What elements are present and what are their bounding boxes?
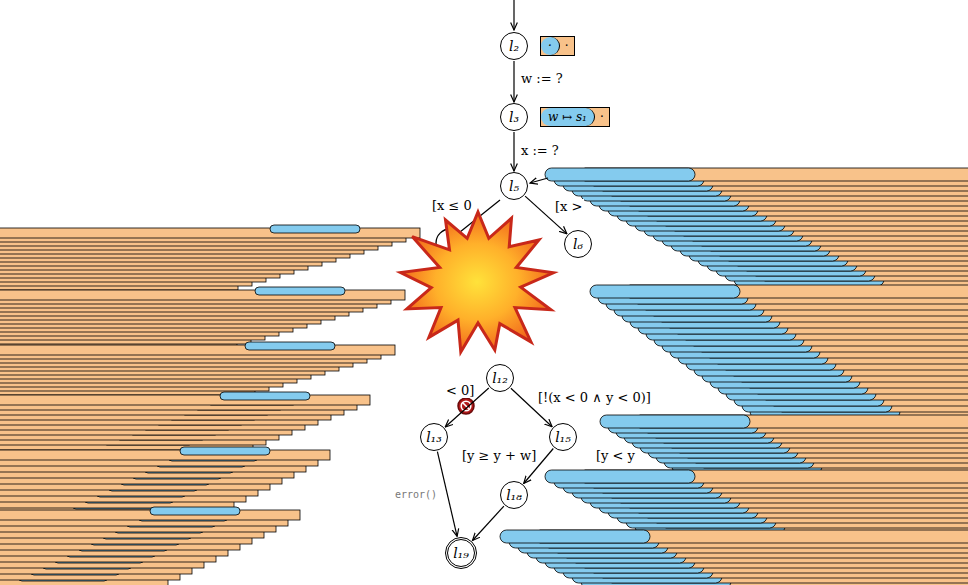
location-label: l₃ [509,110,519,124]
state-stack [0,395,370,405]
state-stack [220,392,310,400]
location-circle: l₁₅ [549,423,577,451]
transition-label: [x > [553,199,584,214]
transition-arrow [513,132,514,171]
transition-label: [y ≥ y + w] [460,448,538,463]
location-label: l₂ [509,39,519,53]
guard-fragment: [y < y [594,448,637,463]
state-stack [600,415,750,428]
location-label: l₆ [573,237,583,251]
back-arrow [530,178,548,183]
state-stack [0,345,395,355]
entry-arrow [513,0,514,30]
location-circle: l₁₂ [486,364,514,392]
state-rest: · [595,108,609,126]
location-circle: l₂ [500,32,528,60]
state-stack [545,470,695,483]
state-valuation: w ↦ s₁ [541,108,595,126]
state-stack [245,342,335,350]
state-box: ·· [540,36,575,56]
state-stack [180,447,270,455]
state-rest: · [560,37,574,55]
state-valuation: · [541,37,560,55]
transition-label: error() [393,487,439,502]
location-label: l₁₉ [453,546,469,560]
state-stack [150,507,240,515]
location-label: l₁₅ [555,430,571,444]
guard-fragment: < 0] [444,383,476,398]
transition-label: w := ? [519,71,565,86]
location-label: l₁₂ [492,371,508,385]
transition-arrow [513,61,514,102]
state-stack [0,450,330,460]
state-stack [545,168,695,181]
final-location: l₁₉ [445,537,477,569]
location-circle: l₅ [500,172,528,200]
explosion [401,212,554,352]
state-stack [590,285,740,298]
transition-arrow [473,506,504,540]
location-circle: l₃ [500,103,528,131]
guard-fragment: [x ≤ 0 [430,198,474,213]
prohibited-symbol [458,398,474,414]
state-stack [255,287,345,295]
state-box: w ↦ s₁· [540,107,610,127]
location-label: l₁₈ [506,488,522,502]
transition-arrow [437,452,457,537]
transition-label: [!(x < 0 ∧ y < 0)] [536,390,653,405]
transition-label: x := ? [519,143,561,158]
location-label: l₅ [509,179,519,193]
state-stack [500,530,650,543]
location-circle: l₁₃ [420,423,448,451]
location-circle: l₆ [564,230,592,258]
location-circle: l₁₈ [500,481,528,509]
location-label: l₁₃ [426,430,442,444]
state-stack [270,225,360,233]
